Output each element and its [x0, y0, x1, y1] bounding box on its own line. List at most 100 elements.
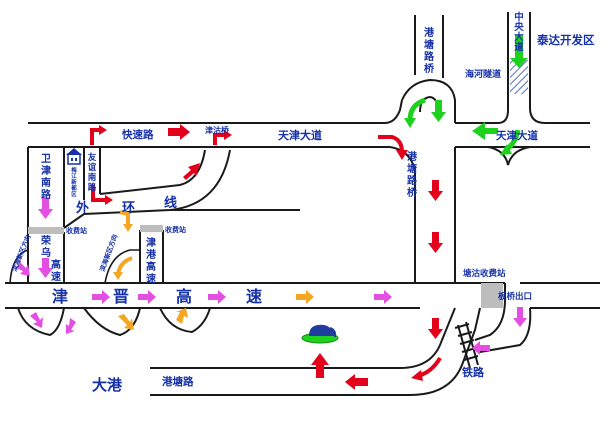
label-youyi-1: 友 — [87, 152, 97, 163]
label-gangtang-bridge-mid-4: 桥 — [407, 186, 418, 199]
ramp-sw-2 — [83, 307, 141, 337]
label-toll-left: 收费站 — [66, 226, 87, 235]
label-tianjin-avenue-right: 天津大道 — [496, 129, 538, 142]
arrow-orange-ramp-up — [176, 308, 188, 324]
arrow-magenta-ramp-2 — [66, 318, 76, 334]
gangtang-bridge-loop-outer — [401, 78, 456, 123]
arrow-red-right-kuaisu — [168, 124, 190, 140]
ramp-sw-1 — [17, 307, 65, 337]
label-dagang: 大港 — [92, 376, 123, 394]
arrow-orange-jingang-ramp-head — [113, 272, 123, 280]
arrow-magenta-banqiao-left — [472, 341, 490, 355]
label-jj-4: 速 — [246, 287, 262, 306]
arrow-green-curve-loop-head — [404, 118, 416, 128]
tianjin-avenue-right-upper — [455, 12, 509, 124]
label-jingu-bridge: 津沽桥 — [205, 125, 230, 135]
label-zhongyang-4: 道 — [514, 41, 524, 53]
label-haihe-tunnel: 海河隧道 — [465, 68, 501, 80]
arrow-orange-jingang-ramp — [116, 256, 133, 275]
arrow-red-bend-jingu — [213, 133, 225, 145]
label-gangtang-road: 港塘路 — [162, 375, 194, 388]
label-gangtang-bridge-top-1: 港 — [424, 26, 435, 39]
arrow-red-youyi-down — [91, 185, 106, 202]
label-gangtang-bridge-top-2: 塘 — [424, 38, 434, 51]
label-weijin-2: 津 — [41, 164, 51, 177]
arrow-green-curve-loop — [407, 97, 426, 121]
arrow-magenta-rongwu-down — [38, 258, 53, 278]
arrow-red-youyi-bend — [90, 128, 100, 145]
arrow-red-into-bridge-head — [396, 150, 408, 160]
arrow-red-outer-ring-up — [183, 163, 200, 180]
arrow-red-down-3 — [428, 318, 443, 339]
arrow-red-left-gangtang — [345, 374, 368, 390]
arrow-red-down-2 — [428, 232, 443, 253]
toll-gate-left — [28, 227, 64, 234]
label-to-binhai-2: 滨海新区方向 — [97, 232, 119, 272]
arrow-red-down-1 — [428, 180, 443, 201]
label-poi-3: 新 — [71, 178, 77, 186]
label-zhongyang-2: 央 — [514, 21, 524, 33]
label-gangtang-bridge-top-3: 路 — [424, 50, 435, 63]
arrow-red-bend-jingu-head — [224, 130, 232, 140]
label-poi-5: 区 — [71, 190, 77, 198]
label-rongwu-1: 荣 — [40, 234, 51, 247]
label-zhongyang-1: 中 — [514, 11, 524, 23]
label-jj-2: 晋 — [113, 287, 129, 306]
label-weijin-4: 路 — [41, 188, 52, 201]
label-kuaisu: 快速路 — [121, 128, 154, 141]
label-rongwu-2: 乌 — [41, 246, 51, 259]
arrow-red-into-bridge — [378, 135, 404, 153]
label-jj-3: 高 — [176, 287, 192, 306]
arrow-green-down-zhongyang — [510, 35, 528, 68]
arrow-magenta-jj-3 — [208, 290, 226, 304]
label-jingang-3: 高 — [146, 260, 156, 273]
poi-building-icon — [66, 148, 82, 165]
arrow-orange-jingang-down-head — [123, 224, 133, 232]
arrow-orange-jingang-down — [119, 210, 130, 226]
arrow-magenta-weijin-down — [38, 198, 53, 219]
label-gangtang-bridge-mid-3: 路 — [407, 174, 418, 187]
label-outer-ring-1: 外 — [75, 200, 89, 216]
zhongyang-merge-curve — [487, 146, 531, 166]
zhongyang-right-edge — [529, 12, 546, 124]
arrow-magenta-jj-1 — [92, 290, 110, 304]
label-rongwu-4: 速 — [51, 270, 61, 283]
banqiao-exit-upper — [474, 283, 506, 341]
label-youyi-4: 路 — [88, 182, 97, 193]
label-jj-1: 津 — [52, 287, 68, 306]
label-gangtang-bridge-top-4: 桥 — [424, 62, 435, 75]
label-rongwu-3: 高 — [51, 258, 61, 271]
arrow-magenta-jj-4 — [374, 290, 392, 304]
road-network — [5, 12, 600, 396]
arrow-red-youyi-down-head — [105, 195, 113, 205]
label-weijin-3: 南 — [41, 176, 51, 189]
label-tanggu-toll: 塘沽收费站 — [463, 268, 506, 279]
gangtang-bridge-down-left — [389, 146, 416, 283]
label-poi-1: 梅 — [71, 166, 77, 174]
railway-track — [454, 321, 479, 369]
label-jingang-2: 港 — [146, 248, 157, 261]
label-outer-ring-3: 线 — [164, 195, 177, 211]
route-arrows — [16, 35, 528, 390]
label-toll-mid: 收费站 — [165, 225, 186, 234]
label-taida: 泰达开发区 — [536, 33, 595, 47]
label-zhongyang-3: 大 — [514, 31, 524, 43]
elephant-destination-icon — [301, 324, 339, 344]
label-youyi-3: 南 — [88, 172, 97, 183]
arrow-green-left-tianjin — [472, 122, 498, 140]
rongwu-ramp — [9, 249, 29, 284]
ramp-sw-3 — [159, 307, 211, 334]
haihe-tunnel-hatch — [510, 60, 528, 94]
label-tianjin-avenue-mid: 天津大道 — [278, 128, 322, 142]
toll-gate-tanggu — [481, 283, 503, 308]
arrow-orange-ramp-down — [118, 314, 134, 330]
label-weijin-1: 卫 — [41, 153, 51, 165]
label-banqiao-exit: 板桥出口 — [498, 291, 532, 302]
arrow-green-down-loop — [431, 100, 446, 122]
arrow-red-youyi-bend-head — [99, 125, 107, 135]
gangtang-road-upper — [150, 307, 456, 369]
label-poi-2: 江 — [71, 172, 77, 180]
arrow-red-up-destination — [311, 353, 329, 378]
label-jingang-4: 速 — [146, 272, 156, 285]
